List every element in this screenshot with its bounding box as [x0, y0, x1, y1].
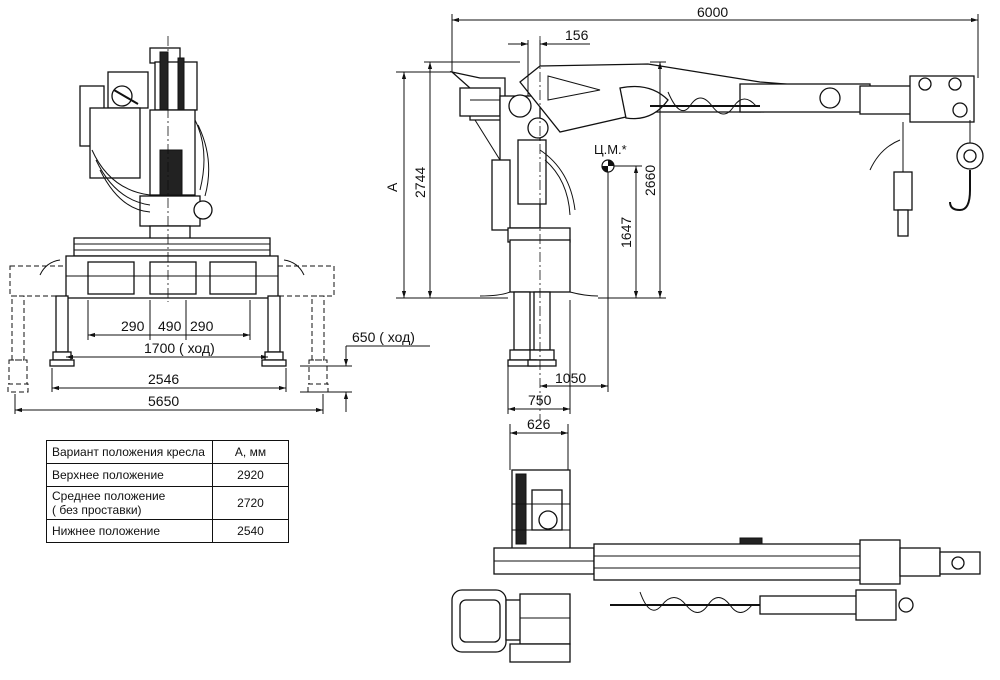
front-column	[79, 47, 213, 241]
dim-1647: 1647	[618, 217, 634, 248]
dim-156: 156	[565, 27, 589, 43]
side-dimension-lines	[396, 14, 979, 470]
side-dimension-labels: 6000 156 A 2744 Ц.М.* 1647 2660 1050 750…	[384, 4, 728, 432]
front-outer-legs	[7, 295, 329, 393]
operator-seat	[449, 70, 506, 161]
dim-750: 750	[528, 392, 552, 408]
seat-table-row-middle: Среднее положение ( без проставки) 2720	[46, 486, 289, 520]
dim-1050: 1050	[555, 370, 586, 386]
dim-A: A	[384, 182, 400, 192]
side-base-legs	[479, 239, 599, 367]
dim-2660: 2660	[642, 165, 658, 196]
dim-6000: 6000	[697, 4, 728, 20]
seat-table-row-lower: Нижнее положение 2540	[46, 519, 289, 543]
front-dimension-labels: 290 490 290 1700 ( ход) 2546 5650 650 ( …	[121, 318, 415, 409]
plan-boom	[493, 537, 981, 585]
center-of-mass-label: Ц.М.*	[594, 142, 627, 157]
front-inner-legs	[49, 295, 287, 367]
dim-650-stroke: 650 ( ход)	[352, 329, 415, 345]
seat-table-header-variant: Вариант положения кресла	[46, 440, 213, 464]
seat-table-row-label: Среднее положение ( без проставки)	[46, 486, 213, 520]
dim-626: 626	[527, 416, 551, 432]
seat-table-row-value: 2920	[212, 463, 289, 487]
dim-290-left: 290	[121, 318, 145, 334]
dim-2744: 2744	[412, 167, 428, 198]
dim-290-right: 290	[190, 318, 214, 334]
front-view	[7, 36, 335, 393]
plan-column	[511, 469, 571, 551]
side-auger	[650, 91, 760, 115]
seat-table-header-a-mm: A, мм	[212, 440, 289, 464]
plan-base	[509, 593, 571, 663]
dim-1700-stroke: 1700 ( ход)	[144, 340, 215, 356]
seat-table-row-upper: Верхнее положение 2920	[46, 463, 289, 487]
plan-auger	[610, 589, 914, 621]
center-of-mass-marker	[601, 159, 615, 173]
seat-table-row-value: 2720	[212, 486, 289, 520]
plan-view	[451, 469, 981, 663]
seat-table-row-value: 2540	[212, 519, 289, 543]
front-base-frame	[39, 237, 305, 299]
front-outrigger-beams	[9, 265, 335, 297]
seat-table-row-label: Нижнее положение	[46, 519, 213, 543]
seat-position-table: Вариант положения кресла A, мм Верхнее п…	[46, 440, 289, 543]
hook-block	[949, 120, 984, 212]
dim-490: 490	[158, 318, 182, 334]
front-dimension-lines	[14, 300, 430, 414]
seat-table-header-row: Вариант положения кресла A, мм	[46, 440, 289, 464]
dim-2546: 2546	[148, 371, 179, 387]
side-view	[449, 36, 984, 420]
side-boom	[519, 63, 975, 133]
hanging-hydraulic-tool	[869, 122, 913, 237]
seat-table-row-label: Верхнее положение	[46, 463, 213, 487]
dim-5650: 5650	[148, 393, 179, 409]
plan-seat	[451, 589, 529, 653]
